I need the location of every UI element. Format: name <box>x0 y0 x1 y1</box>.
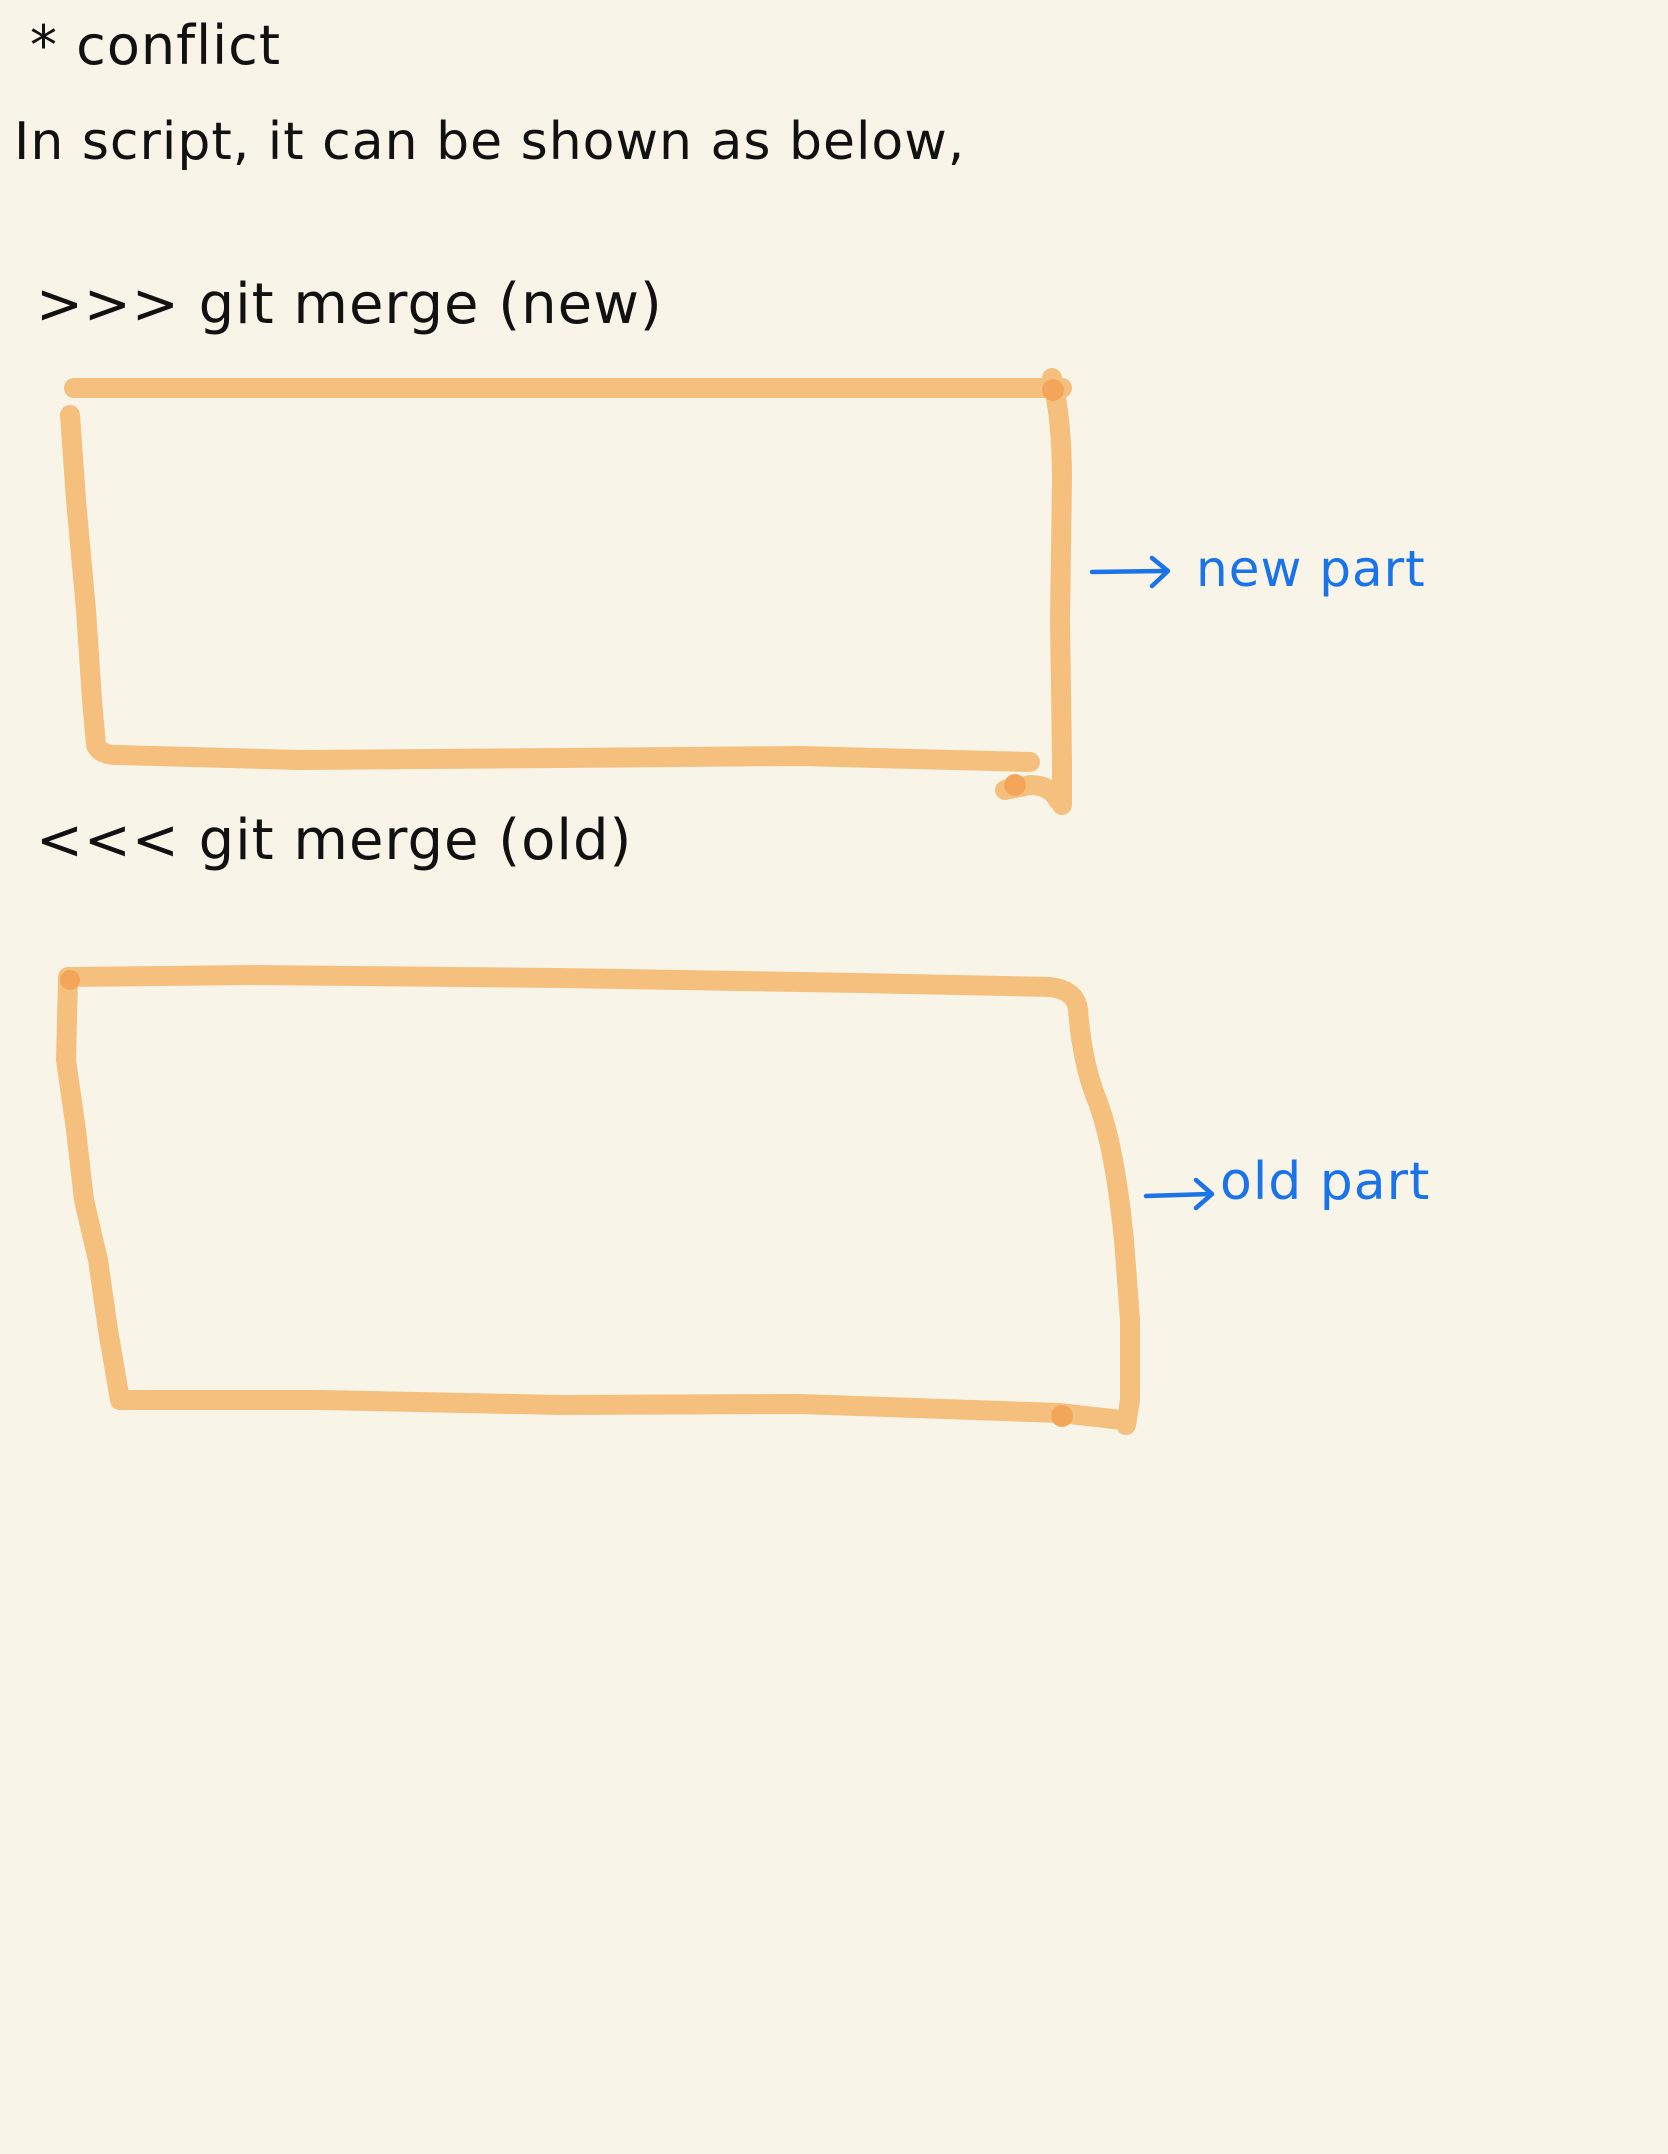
new-marker-text: >>> git merge (new) <box>36 272 663 337</box>
old-part-arrow <box>1143 1177 1215 1211</box>
old-part-box <box>56 965 1140 1435</box>
new-part-box <box>60 368 1072 815</box>
old-part-label: old part <box>1220 1152 1431 1212</box>
intro-text: In script, it can be shown as below, <box>14 112 966 172</box>
marker-overlap-dots <box>60 379 1073 1427</box>
new-part-label: new part <box>1196 540 1426 598</box>
new-part-arrow <box>1089 555 1171 589</box>
old-marker-text: <<< git merge (old) <box>36 808 633 873</box>
heading-text: * conflict <box>30 14 281 77</box>
